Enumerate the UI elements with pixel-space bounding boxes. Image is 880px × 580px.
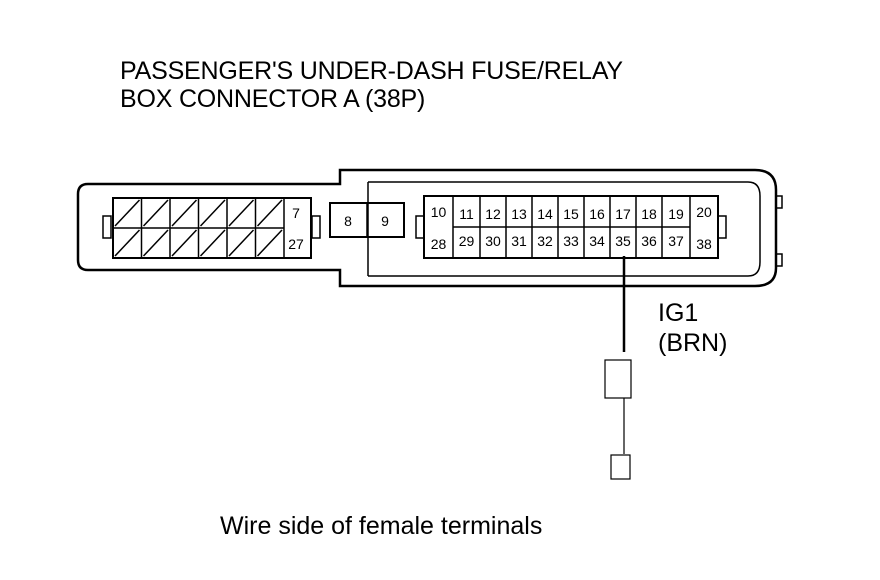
terminal-label: 13 xyxy=(511,206,527,222)
unused-cavity-hatch xyxy=(171,229,198,257)
unused-cavity-hatch xyxy=(199,229,226,257)
unused-cavity-hatch xyxy=(114,229,141,257)
unused-cavity-hatch xyxy=(199,199,226,227)
left-terminal-block: 7 27 xyxy=(102,197,321,259)
terminal-label: 34 xyxy=(589,233,605,249)
terminal-8-label: 8 xyxy=(344,213,352,229)
title-line-2: BOX CONNECTOR A (38P) xyxy=(120,85,426,113)
unused-cavity-hatch xyxy=(142,199,169,227)
unused-cavity-hatch xyxy=(228,229,255,257)
unused-cavity-hatch xyxy=(114,199,141,227)
terminal-label: 33 xyxy=(563,233,579,249)
connector-housing xyxy=(76,168,783,288)
unused-cavity-hatch xyxy=(256,199,283,227)
terminal-label: 28 xyxy=(431,236,447,252)
ig1-wire xyxy=(604,256,632,480)
terminal-label: 11 xyxy=(459,206,474,222)
terminal-label: 19 xyxy=(668,206,684,222)
terminal-label: 16 xyxy=(589,206,605,222)
unused-cavity-hatch xyxy=(171,199,198,227)
terminal-label: 29 xyxy=(459,233,475,249)
diagram-caption: Wire side of female terminals xyxy=(220,512,543,540)
terminal-label: 36 xyxy=(641,233,657,249)
terminal-7-label: 7 xyxy=(292,205,300,221)
terminal-9-label: 9 xyxy=(381,213,389,229)
terminal-label: 18 xyxy=(641,206,657,222)
unused-cavity-hatch xyxy=(228,199,255,227)
terminal-label: 35 xyxy=(615,233,631,249)
right-terminal-block: 10 28 11 29 12 30 13 31 14 32 15 33 16 34 17 35 18 36 19 37… xyxy=(415,195,727,259)
terminal-label: 37 xyxy=(668,233,684,249)
terminal-label: 15 xyxy=(563,206,579,222)
terminal-label: 20 xyxy=(696,204,712,220)
unused-cavity-hatch xyxy=(256,229,283,257)
terminal-label: 17 xyxy=(615,206,631,222)
terminal-label: 38 xyxy=(696,236,712,252)
title-line-1: PASSENGER'S UNDER-DASH FUSE/RELAY xyxy=(120,57,623,85)
terminal-label: 10 xyxy=(431,204,447,220)
terminal-label: 12 xyxy=(485,206,501,222)
wire-label: IG1 (BRN) xyxy=(658,298,727,358)
terminal-label: 32 xyxy=(537,233,553,249)
wire-color: (BRN) xyxy=(658,329,728,357)
terminal-label: 14 xyxy=(537,206,553,222)
terminal-label: 31 xyxy=(511,233,527,249)
wire-signal-name: IG1 xyxy=(658,299,699,327)
diagram-title: PASSENGER'S UNDER-DASH FUSE/RELAY BOX CO… xyxy=(120,57,623,113)
terminal-label: 30 xyxy=(485,233,501,249)
terminal-27-label: 27 xyxy=(288,236,304,252)
unused-cavity-hatch xyxy=(142,229,169,257)
middle-terminal-block: 8 9 xyxy=(329,202,405,238)
